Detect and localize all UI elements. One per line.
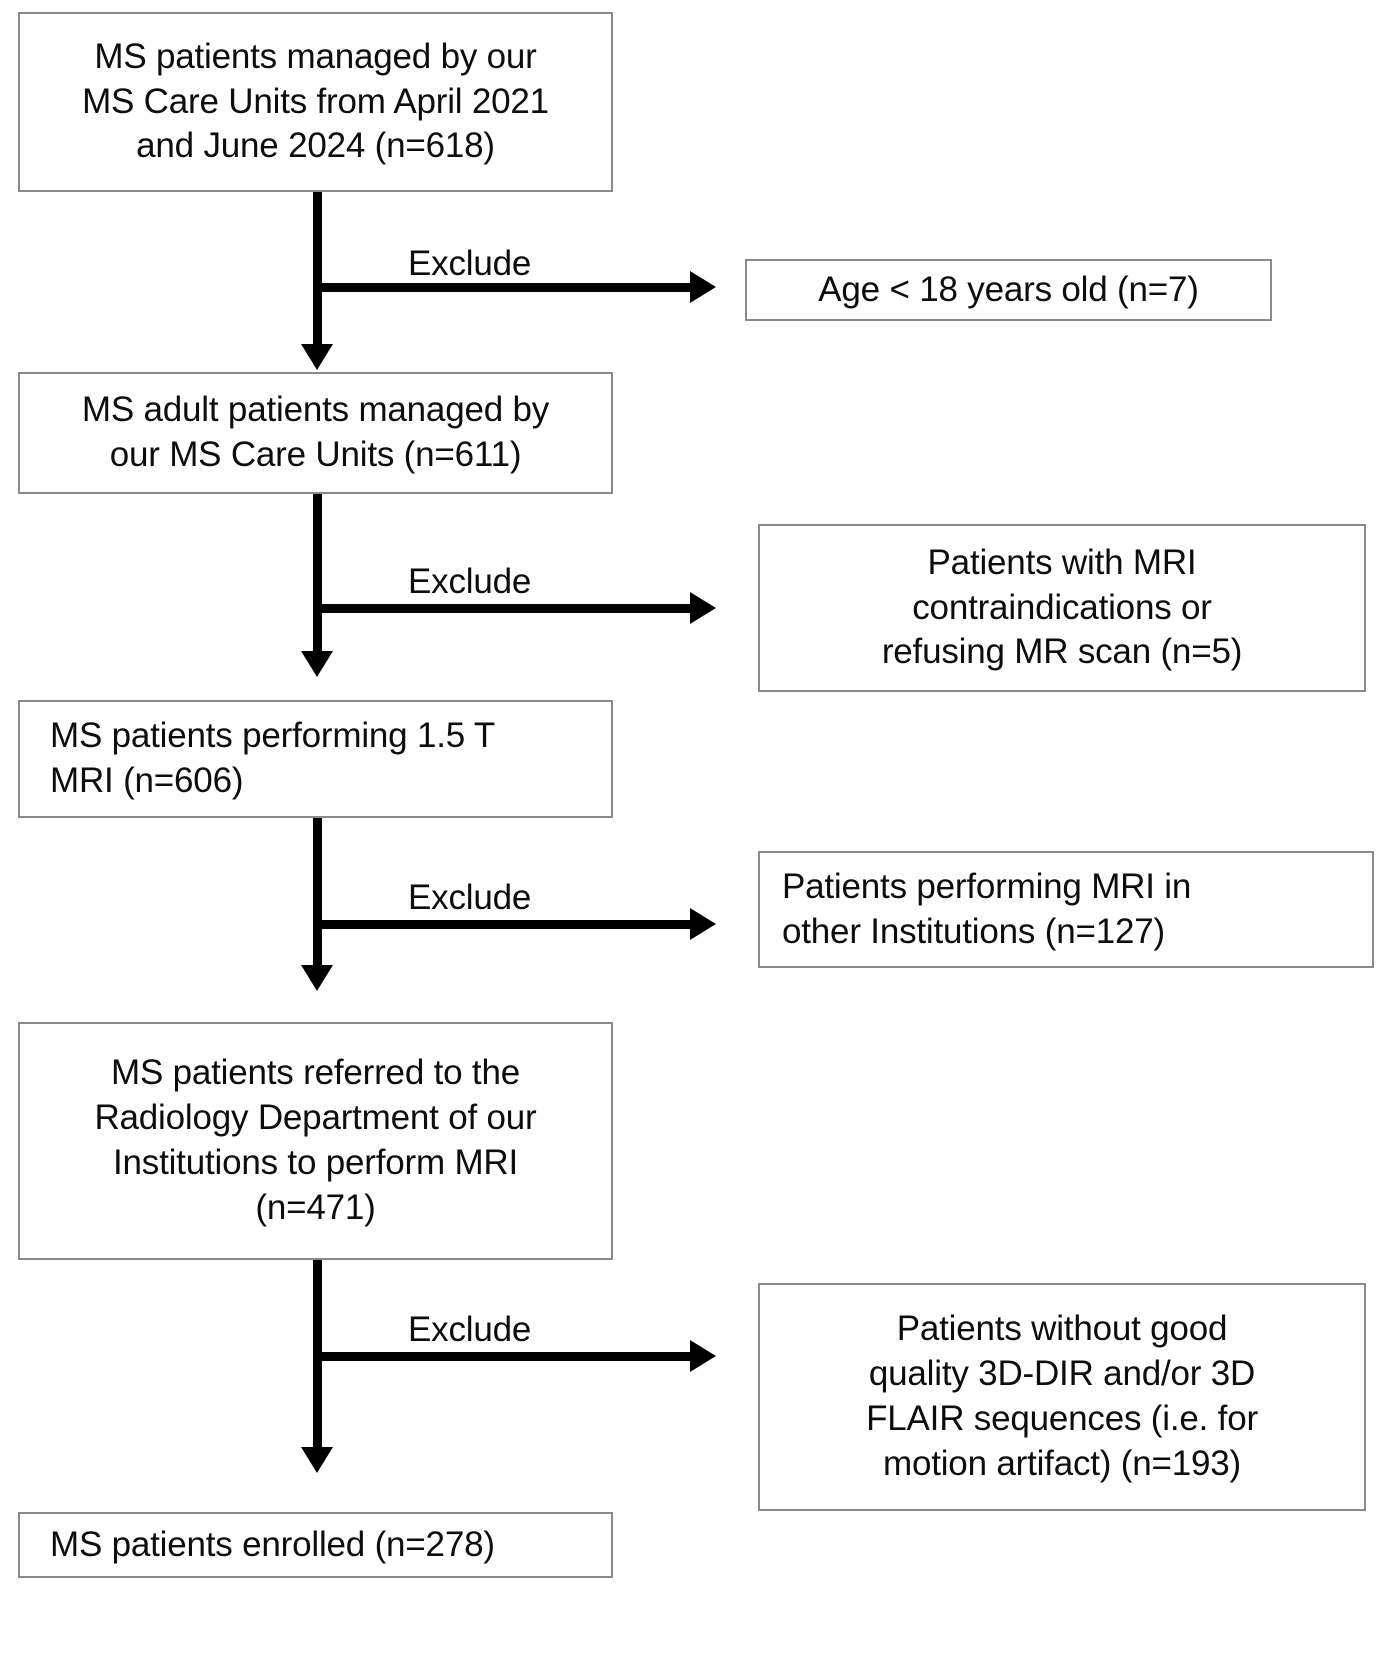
arrow-down-icon-3 [301,965,333,991]
exclusion-box-mri-contraindication: Patients with MRI contraindications or r… [758,524,1366,692]
arrow-right-icon-1 [690,271,716,303]
edge-label-exclude-2: Exclude [408,562,532,601]
node-text-line: contraindications or [912,587,1212,627]
node-text-line: motion artifact) (n=193) [882,1443,1241,1483]
node-ms-patients-15t-mri: MS patients performing 1.5 T MRI (n=606) [18,700,613,818]
node-text-line: Institutions to perform MRI [112,1143,518,1182]
node-text-line: MS patients referred to the [111,1053,520,1093]
connector-horizontal-4 [313,1352,693,1361]
arrow-right-icon-3 [690,908,716,940]
node-ms-patients-referred: MS patients referred to the Radiology De… [18,1022,613,1260]
node-text-line: Age < 18 years old (n=7) [818,269,1199,309]
node-text-line: our MS Care Units (n=611) [109,435,522,474]
arrow-right-icon-2 [690,592,716,624]
exclusion-box-other-institutions: Patients performing MRI in other Institu… [758,851,1374,968]
node-text-line: MS adult patients managed by [81,390,550,430]
arrow-right-icon-4 [690,1340,716,1372]
connector-vertical-1 [313,192,322,352]
connector-vertical-3 [313,818,322,973]
node-text-line: and June 2024 (n=618) [136,126,495,166]
node-ms-patients-managed: MS patients managed by our MS Care Units… [18,12,613,192]
connector-horizontal-3 [313,920,693,929]
edge-label-exclude-3: Exclude [408,878,532,917]
node-text-line: Patients performing MRI in [782,866,1192,906]
node-text-line: other Institutions (n=127) [782,911,1165,951]
node-text-line: MS patients enrolled (n=278) [50,1524,495,1564]
edge-label-exclude-1: Exclude [408,244,532,283]
exclusion-box-poor-quality-sequences: Patients without good quality 3D-DIR and… [758,1283,1366,1511]
node-text-line: MS patients performing 1.5 T [50,716,496,756]
node-text-line: refusing MR scan (n=5) [881,632,1243,672]
node-text-line: MS patients managed by our [94,36,537,76]
connector-vertical-2 [313,494,322,659]
arrow-down-icon-1 [301,344,333,370]
node-text-line: Patients with MRI [927,542,1197,582]
connector-horizontal-2 [313,604,693,613]
node-ms-adult-patients: MS adult patients managed by our MS Care… [18,372,613,494]
connector-horizontal-1 [313,283,693,292]
exclusion-box-age: Age < 18 years old (n=7) [745,259,1272,321]
node-text-line: quality 3D-DIR and/or 3D [868,1354,1256,1394]
node-text-line: MRI (n=606) [50,761,244,800]
edge-label-exclude-4: Exclude [408,1310,532,1349]
node-text-line: (n=471) [255,1187,376,1227]
node-text-line: MS Care Units from April 2021 [82,81,549,121]
arrow-down-icon-4 [301,1447,333,1473]
node-text-line: FLAIR sequences (i.e. for [866,1399,1258,1438]
node-ms-patients-enrolled: MS patients enrolled (n=278) [18,1512,613,1578]
arrow-down-icon-2 [301,651,333,677]
node-text-line: Patients without good [896,1309,1228,1349]
node-text-line: Radiology Department of our [94,1098,537,1138]
